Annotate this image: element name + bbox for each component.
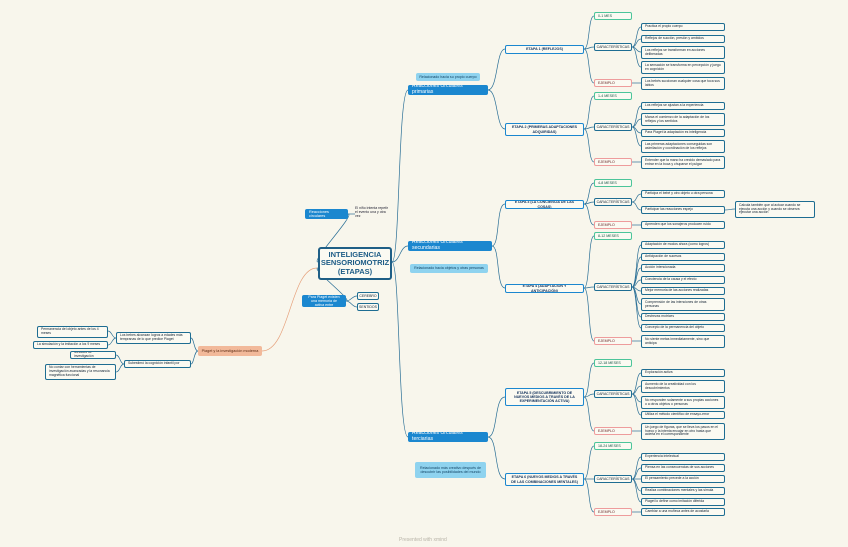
imitacion-node[interactable]: La simulación y la imitación a los 9 mes…: [33, 341, 108, 349]
stage-5-age[interactable]: 12-18 MESES: [594, 359, 632, 367]
stage-3-ejemplo[interactable]: EJEMPLO: [594, 221, 632, 229]
stage-3-char-1[interactable]: Participa el bebé y otro objeto u otra p…: [641, 190, 725, 198]
stage-2-char-3[interactable]: Para Piaget la adaptación es inteligenci…: [641, 129, 725, 137]
cerebro-node[interactable]: CEREBRO: [357, 292, 379, 300]
stage-4-ejemplo[interactable]: EJEMPLO: [594, 337, 632, 345]
stage-6-char-5[interactable]: Piaget lo define como imitación diferida: [641, 498, 725, 506]
stage-3-example[interactable]: Aprenden que los sonajeros producen ruid…: [641, 221, 725, 229]
stage-5-node[interactable]: ETAPA 5 (DESCUBRIMIENTO DE NUEVOS MEDIOS…: [505, 388, 584, 406]
stage-6-char-2[interactable]: Piensa en las consecuencias de sus accio…: [641, 464, 725, 472]
stage-6-example[interactable]: Cambiar a una muñeca antes de acostarla: [641, 508, 725, 516]
stage-2-caracteristicas[interactable]: CARACTERÍSTICAS: [594, 123, 632, 131]
sentidos-node[interactable]: SENTIDOS: [357, 303, 379, 311]
no-contar-node[interactable]: No contar con herramientas de investigac…: [45, 364, 116, 380]
stage-3-age[interactable]: 4-8 MESES: [594, 179, 632, 187]
stage-1-node[interactable]: ETAPA 1 (REFLEJOS): [505, 45, 584, 54]
stage-4-char-5[interactable]: Mejor memoria de las acciones realizadas: [641, 287, 725, 295]
stage-5-example[interactable]: Un juego de figuras, que se lleva los pa…: [641, 423, 725, 440]
stage-1-char-1[interactable]: Practica el propio cuerpo: [641, 23, 725, 31]
stage-1-char-3[interactable]: Los reflejos se transforman en acciones …: [641, 46, 725, 59]
stage-4-age[interactable]: 8-12 MESES: [594, 232, 632, 240]
stage-6-node[interactable]: ETAPA 6 (NUEVOS MEDIOS A TRAVÉS DE LAS C…: [505, 473, 584, 486]
piaget-modern-research-node[interactable]: Piaget y la investigación moderna: [198, 346, 262, 356]
stage-1-example[interactable]: Los bebés succionan cualquier cosa que t…: [641, 77, 725, 90]
stage-5-caracteristicas[interactable]: CARACTERÍSTICAS: [594, 390, 632, 398]
stage-2-example[interactable]: Entender que la mano ha crecido demasiad…: [641, 156, 725, 169]
stage-2-char-4[interactable]: Las primeras adaptaciones conseguidas so…: [641, 140, 725, 153]
stage-6-ejemplo[interactable]: EJEMPLO: [594, 508, 632, 516]
stage-2-char-1[interactable]: Los reflejos se ajustan a la experiencia: [641, 102, 725, 110]
stage-1-ejemplo[interactable]: EJEMPLO: [594, 79, 632, 87]
stage-4-char-8[interactable]: Concepto de la permanencia del objeto: [641, 324, 725, 332]
stage-4-caracteristicas[interactable]: CARACTERÍSTICAS: [594, 283, 632, 291]
stage-4-char-4[interactable]: Conciencia de la causa y el efecto: [641, 276, 725, 284]
stage-4-char-1[interactable]: Adaptación de modos ahora (como logros): [641, 241, 725, 249]
stage-3-side-note[interactable]: Calcula también que al actuar cuando se …: [735, 201, 815, 218]
stage-5-char-3[interactable]: No responden solamente a sus propias acc…: [641, 396, 725, 409]
stage-3-caracteristicas[interactable]: CARACTERÍSTICAS: [594, 198, 632, 206]
stage-3-node[interactable]: ETAPA 3 (LA CONCIENCIA DE LAS COSAS): [505, 200, 584, 209]
secundarias-branch[interactable]: Reacciones circulares secundarias: [408, 241, 492, 251]
root-topic[interactable]: INTELIGENCIA SENSORIOMOTRIZ (ETAPAS): [318, 247, 392, 280]
stage-5-char-2[interactable]: Aumento de la creatividad con los descub…: [641, 380, 725, 393]
primarias-desc: Relacionado hacia su propio cuerpo: [416, 73, 480, 81]
secundarias-desc: Relacionado hacia objetos y otras person…: [410, 264, 488, 273]
stage-2-ejemplo[interactable]: EJEMPLO: [594, 158, 632, 166]
metodos-node[interactable]: Métodos de investigación: [70, 351, 116, 359]
permanencia-node[interactable]: Permanencia del objeto antes de los 4 me…: [37, 326, 108, 338]
stage-1-char-4[interactable]: La sensación se transforma en percepción…: [641, 61, 725, 74]
stage-4-example[interactable]: No siente metas inmediatamente, sino que…: [641, 335, 725, 348]
subestimo-node[interactable]: Subestimó la cognición infantil por: [124, 360, 191, 368]
stage-5-char-1[interactable]: Exploración activa: [641, 369, 725, 377]
stage-2-node[interactable]: ETAPA 2 (PRIMERAS ADAPTACIONES ADQUIRIDA…: [505, 123, 584, 136]
stage-2-age[interactable]: 1-4 MESES: [594, 92, 632, 100]
bebes-logros-node[interactable]: Los bebes alcanzan logros a edades más t…: [116, 332, 191, 344]
stage-3-char-2[interactable]: Participar las reacciones espejo: [641, 206, 725, 214]
stage-1-caracteristicas[interactable]: CARACTERÍSTICAS: [594, 43, 632, 51]
stage-4-char-6[interactable]: Comprensión de las intenciones de otras …: [641, 298, 725, 311]
stage-1-age[interactable]: 0-1 MES: [594, 12, 632, 20]
primarias-branch[interactable]: Reacciones circulares primarias: [408, 85, 488, 95]
piaget-memory-node[interactable]: Para Piaget existen una memoria de activ…: [302, 295, 346, 307]
terciarias-desc: Relacionado más creativo después de desc…: [415, 462, 486, 478]
stage-6-char-4[interactable]: Realiza combinaciones mentales y las sim…: [641, 487, 725, 495]
xmind-watermark: Presented with xmind: [399, 537, 447, 543]
stage-2-char-2[interactable]: Marca el comienzo de la adaptación de lo…: [641, 113, 725, 126]
stage-5-ejemplo[interactable]: EJEMPLO: [594, 427, 632, 435]
stage-6-char-3[interactable]: El pensamiento precede a la acción: [641, 475, 725, 483]
infant-note: El niño intenta repetir el evento una y …: [355, 206, 389, 219]
stage-1-char-2[interactable]: Reflejos de succión, presión y ambidos: [641, 35, 725, 43]
reacciones-circulares-node[interactable]: Reacciones circulares: [305, 209, 348, 219]
stage-4-char-7[interactable]: Destrezas motrices: [641, 313, 725, 321]
stage-6-age[interactable]: 18-24 MESES: [594, 442, 632, 450]
terciarias-branch[interactable]: Reacciones circulares terciarias: [408, 432, 488, 442]
stage-4-char-2[interactable]: Anticipación de sucesos: [641, 253, 725, 261]
stage-5-char-4[interactable]: Utiliza el método científico de ensayo-e…: [641, 411, 725, 419]
stage-4-char-3[interactable]: Acción intencionada: [641, 264, 725, 272]
stage-6-char-1[interactable]: Experiencia intelectual: [641, 453, 725, 461]
stage-4-node[interactable]: ETAPA 4 (ADAPTACIÓN Y ANTICIPACIÓN): [505, 284, 584, 293]
stage-6-caracteristicas[interactable]: CARACTERÍSTICAS: [594, 475, 632, 483]
